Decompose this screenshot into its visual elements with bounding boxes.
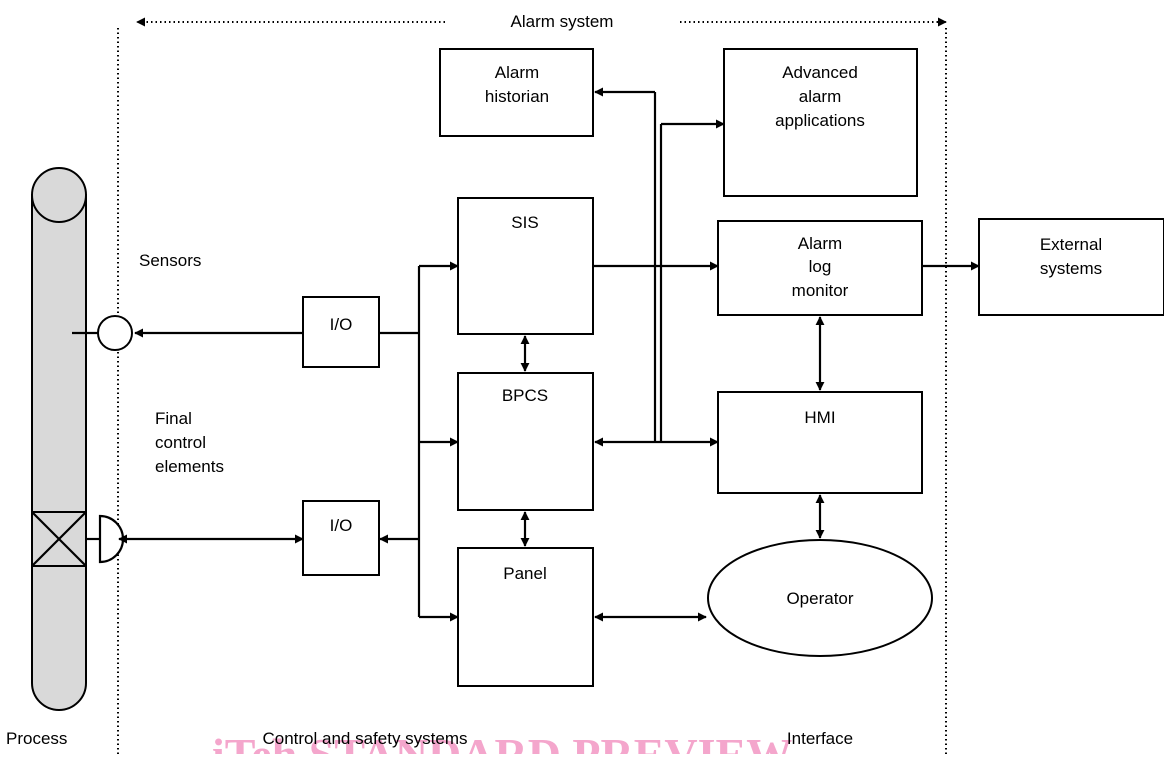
valve-icon: [31, 511, 125, 567]
control-safety-region-label: Control and safety systems: [262, 729, 467, 748]
svg-text:alarm: alarm: [799, 87, 842, 106]
svg-text:Final: Final: [155, 409, 192, 428]
process-pipe: [31, 167, 87, 711]
svg-text:applications: applications: [775, 111, 865, 130]
final-control-label: Final control elements: [155, 409, 224, 476]
svg-text:elements: elements: [155, 457, 224, 476]
svg-text:historian: historian: [485, 87, 549, 106]
svg-text:Advanced: Advanced: [782, 63, 858, 82]
svg-text:systems: systems: [1040, 259, 1102, 278]
svg-text:Panel: Panel: [503, 564, 546, 583]
sensors-label: Sensors: [139, 251, 201, 270]
svg-text:I/O: I/O: [330, 516, 353, 535]
interface-region-label: Interface: [787, 729, 853, 748]
svg-text:Operator: Operator: [786, 589, 853, 608]
io-final-box: I/O: [302, 500, 380, 576]
bpcs-box: BPCS: [457, 372, 594, 511]
svg-text:log: log: [809, 257, 832, 276]
svg-text:External: External: [1040, 235, 1102, 254]
alarm-log-monitor-box: Alarm log monitor: [717, 220, 923, 316]
panel-box: Panel: [457, 547, 594, 687]
alarm-historian-box: Alarm historian: [439, 48, 594, 137]
external-systems-box: External systems: [978, 218, 1164, 316]
svg-text:HMI: HMI: [804, 408, 835, 427]
svg-text:monitor: monitor: [792, 281, 849, 300]
svg-text:BPCS: BPCS: [502, 386, 548, 405]
alarm-system-title: Alarm system: [511, 12, 614, 31]
svg-text:Alarm: Alarm: [798, 234, 842, 253]
io-sensor-box: I/O: [302, 296, 380, 368]
operator-ellipse: Operator: [707, 539, 933, 657]
sensor-icon: [72, 315, 133, 351]
svg-text:Alarm: Alarm: [495, 63, 539, 82]
sis-box: SIS: [457, 197, 594, 335]
process-region-label: Process: [6, 729, 67, 748]
hmi-box: HMI: [717, 391, 923, 494]
svg-text:control: control: [155, 433, 206, 452]
svg-text:SIS: SIS: [511, 213, 538, 232]
svg-text:I/O: I/O: [330, 315, 353, 334]
advanced-alarm-box: Advanced alarm applications: [723, 48, 918, 197]
